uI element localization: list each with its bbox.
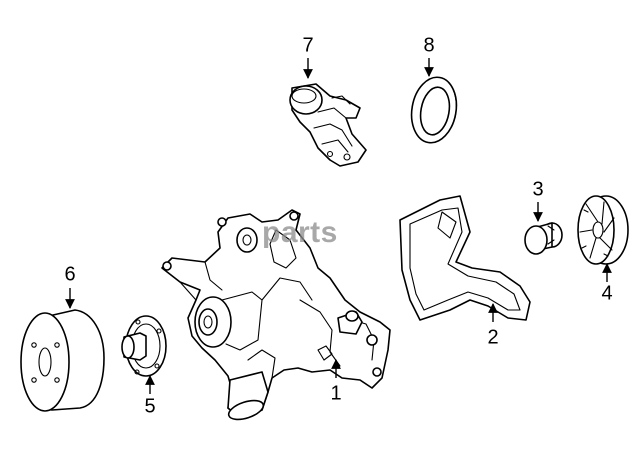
hub-flange-part[interactable] bbox=[121, 315, 167, 377]
callout-label-5: 5 bbox=[144, 395, 155, 417]
callout-5: 5 bbox=[144, 375, 156, 417]
callout-6: 6 bbox=[64, 263, 76, 309]
callout-label-1: 1 bbox=[330, 382, 341, 404]
impeller-part[interactable] bbox=[577, 195, 629, 265]
callout-2: 2 bbox=[487, 303, 499, 348]
callout-1: 1 bbox=[330, 359, 342, 404]
gasket-part[interactable] bbox=[399, 195, 531, 321]
callout-7: 7 bbox=[302, 34, 314, 79]
callout-8: 8 bbox=[423, 34, 435, 77]
callout-3: 3 bbox=[532, 178, 544, 222]
plug-part[interactable] bbox=[524, 222, 563, 255]
callout-label-3: 3 bbox=[532, 178, 543, 200]
callout-label-4: 4 bbox=[601, 282, 612, 304]
callout-label-8: 8 bbox=[423, 34, 434, 56]
watermark-logo: parts bbox=[262, 216, 338, 249]
callout-label-7: 7 bbox=[302, 34, 313, 56]
callout-4: 4 bbox=[601, 263, 613, 304]
seal-ring-part[interactable] bbox=[407, 74, 462, 147]
pulley-part[interactable] bbox=[20, 309, 105, 412]
callout-label-6: 6 bbox=[64, 263, 75, 285]
callout-label-2: 2 bbox=[487, 326, 498, 348]
thermostat-housing-part[interactable] bbox=[289, 83, 367, 167]
